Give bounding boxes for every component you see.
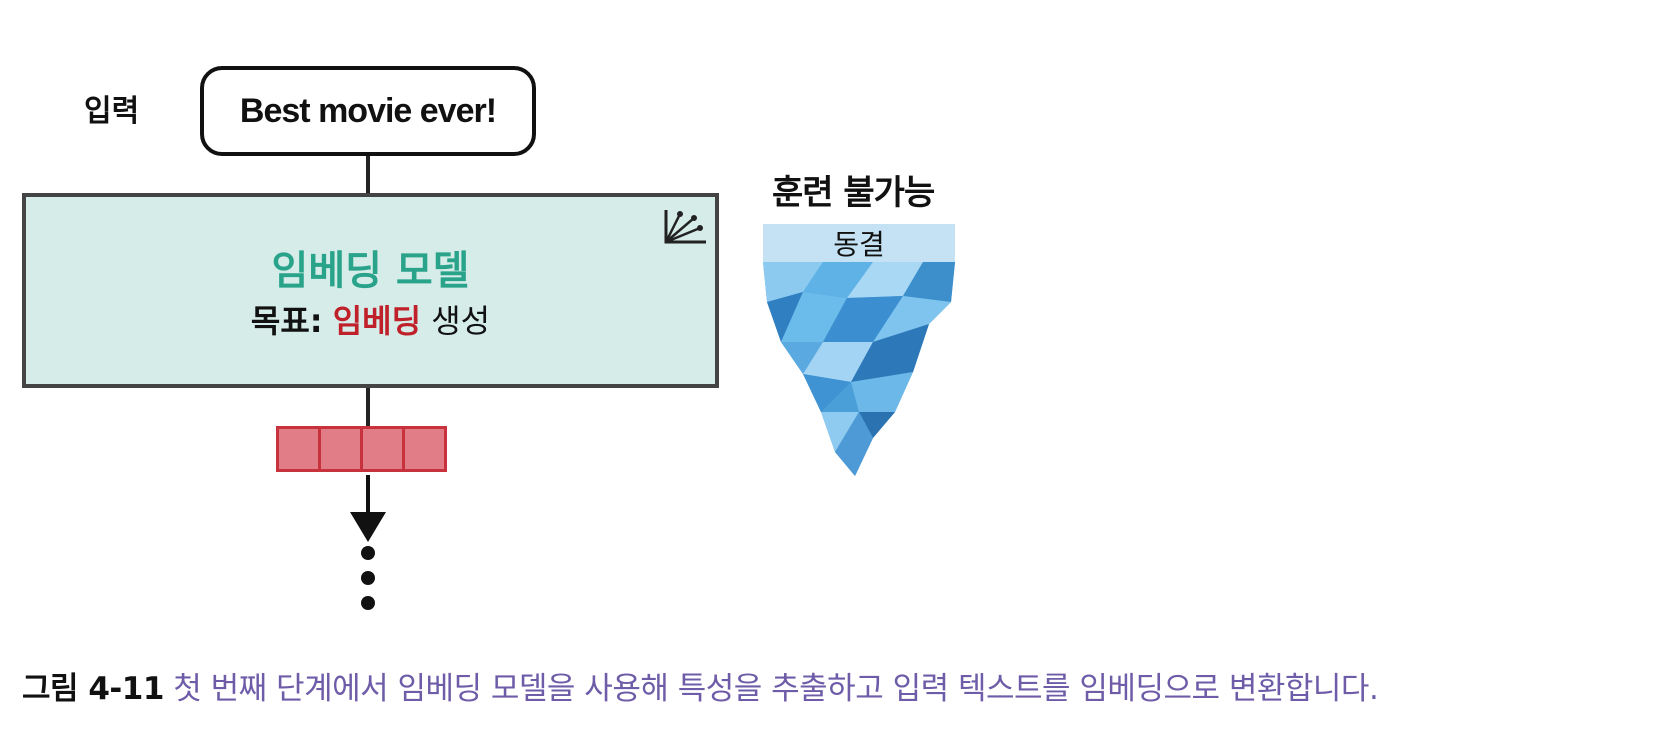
figure-caption: 그림 4-11 첫 번째 단계에서 임베딩 모델을 사용해 특성을 추출하고 입… (22, 663, 1379, 708)
model-goal: 목표: 임베딩 생성 (22, 296, 719, 342)
continuation-dot (361, 596, 375, 610)
embedding-vector (276, 426, 447, 472)
vector-cell (318, 426, 363, 472)
vector-cell (360, 426, 405, 472)
caption-number: 그림 4-11 (22, 671, 164, 707)
iceberg-icon (763, 262, 955, 476)
caption-text: 첫 번째 단계에서 임베딩 모델을 사용해 특성을 추출하고 입력 텍스트를 임… (173, 671, 1379, 707)
input-label: 입력 (84, 94, 140, 129)
input-text-box: Best movie ever! (200, 66, 536, 156)
down-arrow-icon (350, 512, 386, 542)
continuation-dot (361, 571, 375, 585)
goal-label: 목표: (250, 302, 323, 340)
continuation-dot (361, 546, 375, 560)
frozen-band-label: 동결 (833, 228, 885, 261)
embedding-model-box (22, 193, 719, 388)
goal-highlight: 임베딩 (332, 302, 422, 340)
connector-vector-down (366, 475, 370, 517)
frozen-band: 동결 (763, 224, 955, 262)
vector-cell (276, 426, 321, 472)
axes-vector-icon (664, 210, 706, 244)
model-title: 임베딩 모델 (271, 248, 470, 294)
vector-cell (402, 426, 447, 472)
input-text: Best movie ever! (239, 91, 497, 130)
connector-model-to-vector (366, 388, 370, 428)
connector-input-to-model (366, 156, 370, 194)
goal-rest: 생성 (431, 302, 491, 340)
frozen-title: 훈련 불가능 (772, 173, 935, 213)
